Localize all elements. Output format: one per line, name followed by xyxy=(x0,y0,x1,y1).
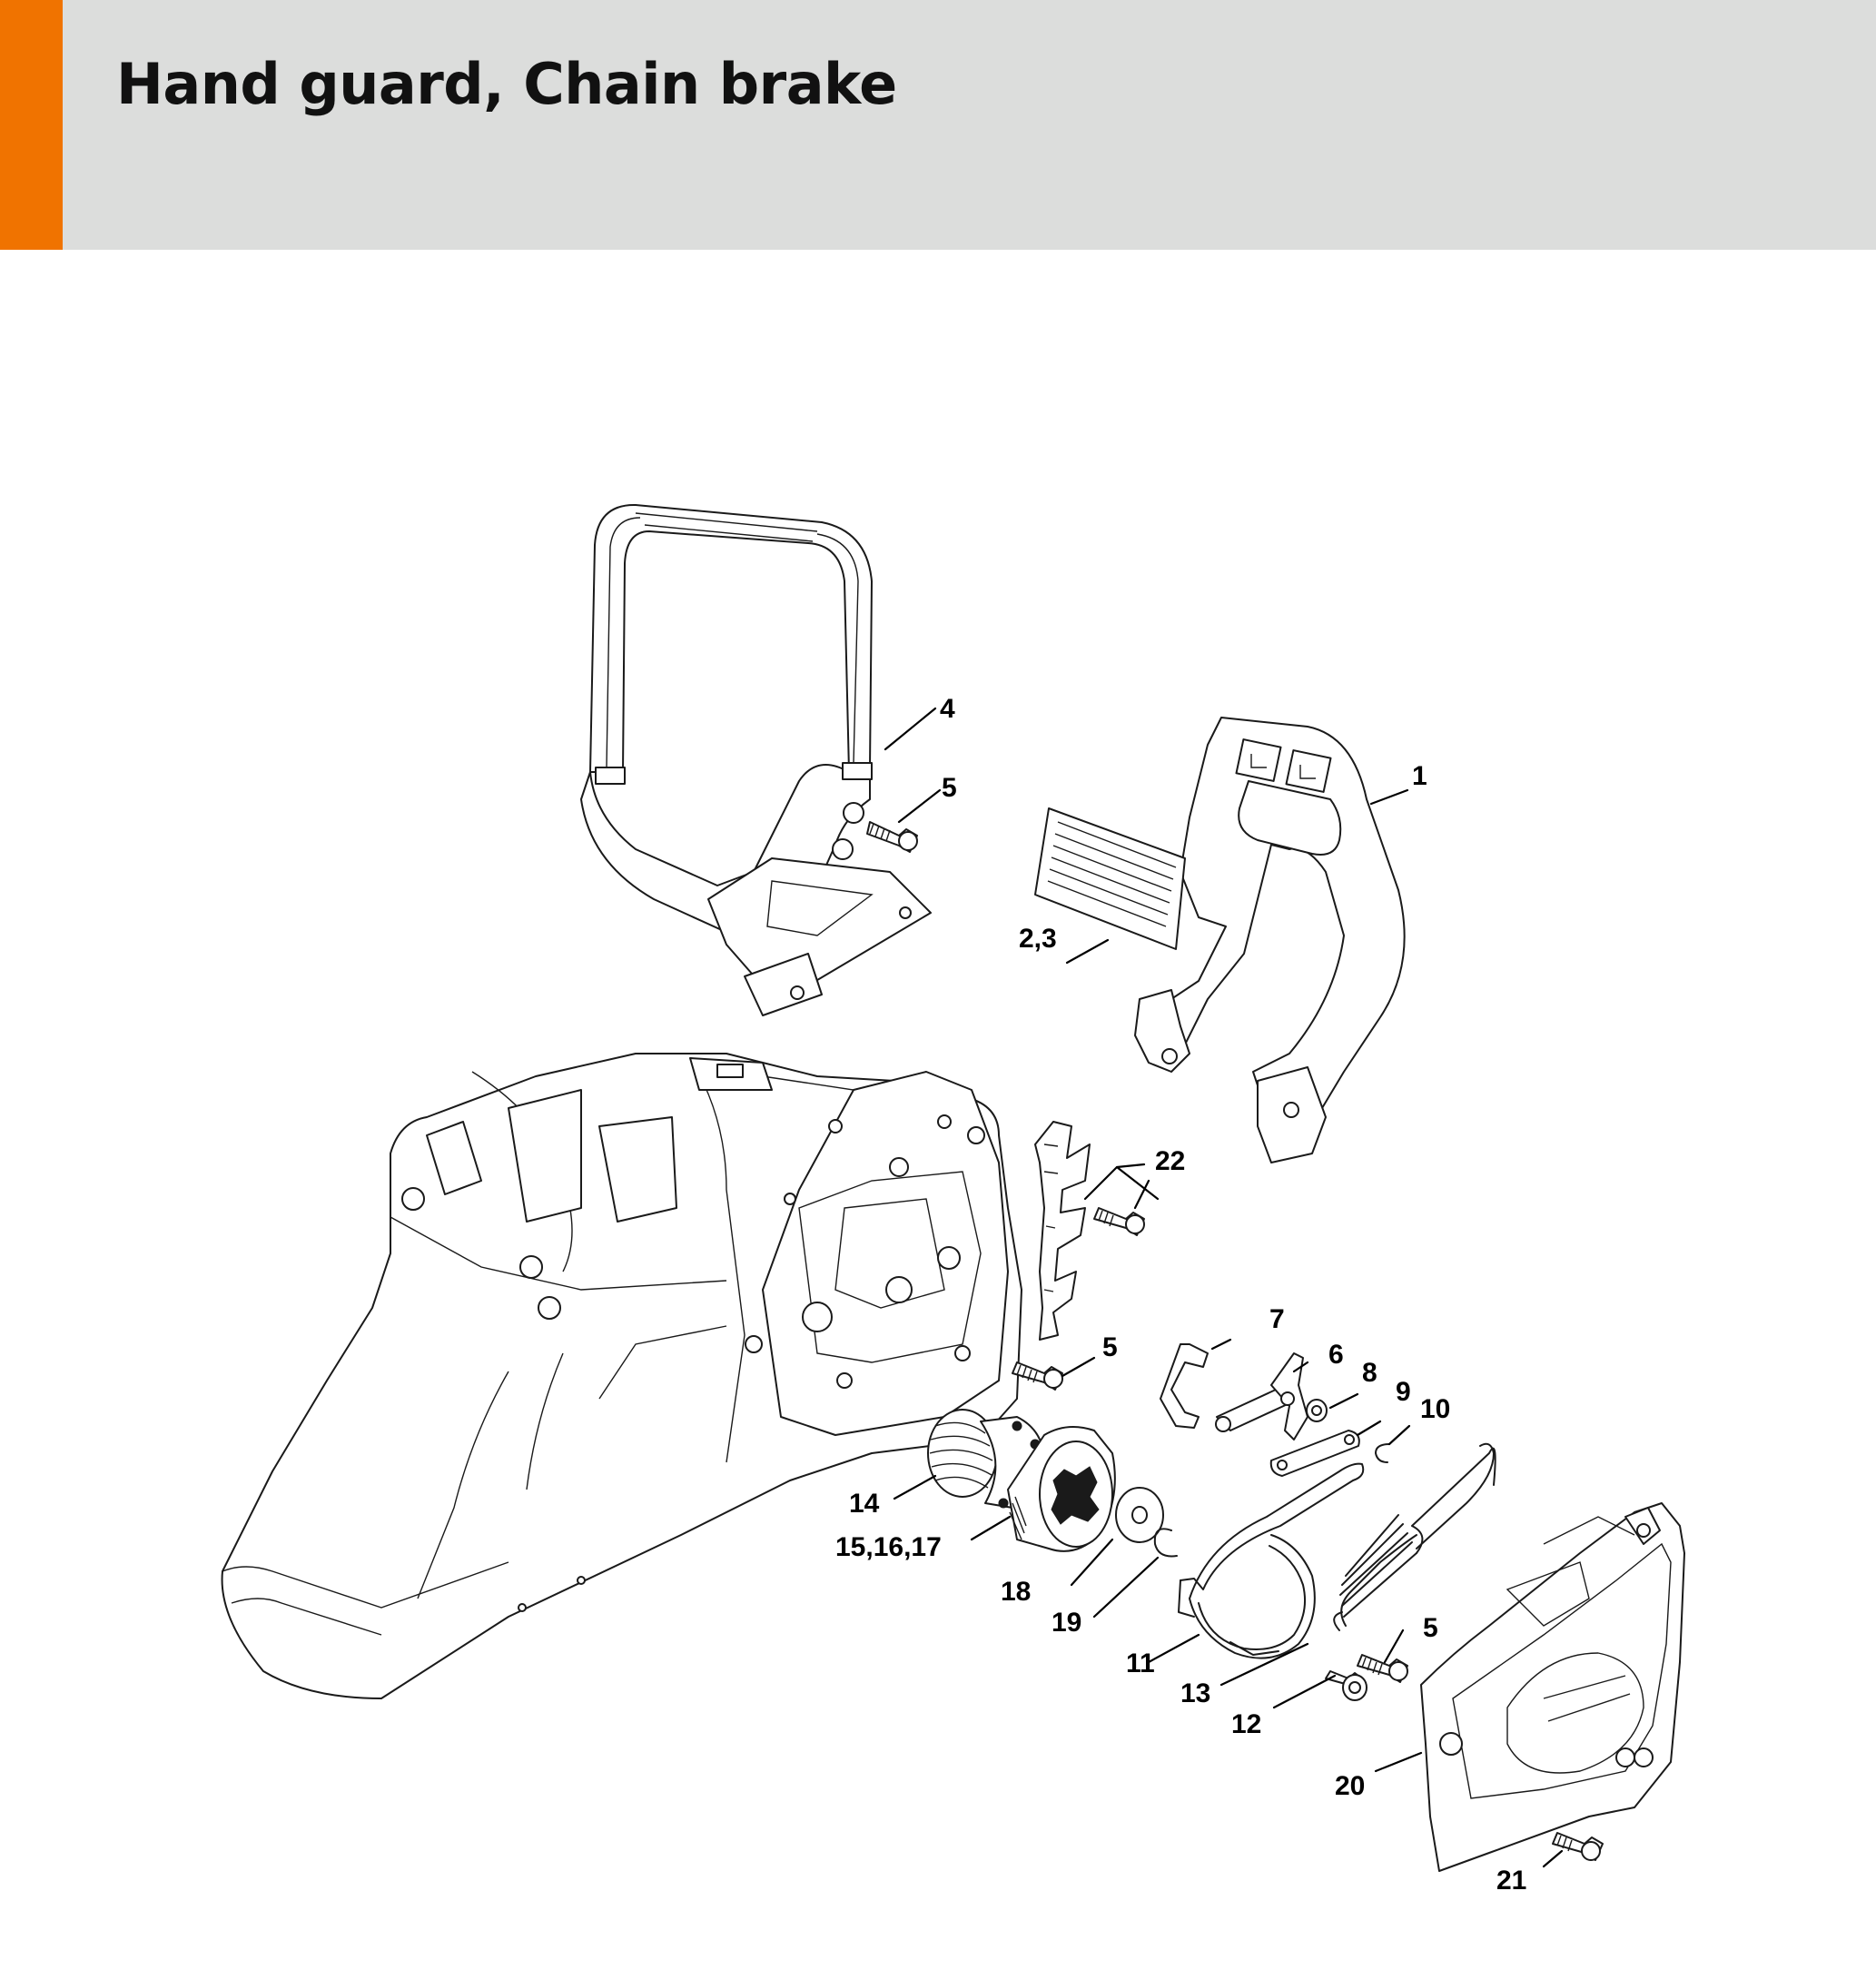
part-1-hand-guard xyxy=(1134,717,1406,1163)
part-6-lever-arm xyxy=(1215,1352,1308,1440)
part-20-sprocket-cover xyxy=(1420,1502,1685,1872)
label-5-mid: 5 xyxy=(1102,1332,1118,1362)
part-5-screw-mid xyxy=(1012,1361,1063,1391)
part-21-screw xyxy=(1552,1832,1604,1861)
header-accent-stripe xyxy=(0,0,63,250)
part-9-link xyxy=(1269,1430,1360,1477)
label-2-3: 2,3 xyxy=(1019,924,1057,954)
label-19: 19 xyxy=(1052,1608,1081,1638)
part-8-nut xyxy=(1306,1399,1328,1422)
label-18: 18 xyxy=(1001,1577,1031,1607)
label-15-16-17: 15,16,17 xyxy=(835,1532,942,1562)
callout-labels: 4 5 1 2,3 22 7 5 6 8 9 10 14 15,16,17 18… xyxy=(835,694,1526,1896)
label-13: 13 xyxy=(1180,1678,1210,1708)
label-7: 7 xyxy=(1269,1304,1285,1334)
label-22: 22 xyxy=(1155,1146,1185,1176)
label-1: 1 xyxy=(1412,761,1427,791)
label-21: 21 xyxy=(1496,1866,1526,1896)
part-13-spring xyxy=(1333,1442,1496,1631)
label-12: 12 xyxy=(1231,1709,1261,1739)
part-22-chain-catcher xyxy=(1034,1121,1145,1341)
part-12-screw xyxy=(1325,1670,1368,1701)
part-10-e-clip xyxy=(1375,1443,1390,1463)
part-11-brake-band xyxy=(1178,1462,1365,1659)
header-bar xyxy=(0,0,1876,250)
label-10: 10 xyxy=(1420,1394,1450,1424)
label-20: 20 xyxy=(1335,1771,1365,1801)
part-4-front-handlebar xyxy=(580,503,932,1016)
label-4: 4 xyxy=(940,694,955,724)
label-14: 14 xyxy=(849,1489,880,1519)
part-2-3-plate xyxy=(1034,807,1186,950)
label-6: 6 xyxy=(1328,1340,1344,1370)
label-5-lower: 5 xyxy=(1423,1613,1438,1643)
page-title: Hand guard, Chain brake xyxy=(116,51,897,117)
label-5-handlebar: 5 xyxy=(942,773,957,803)
label-9: 9 xyxy=(1396,1377,1411,1407)
part-5-screw-handlebar xyxy=(866,821,918,853)
part-7-lever xyxy=(1160,1343,1209,1429)
housing xyxy=(221,1053,1022,1699)
part-5-screw-lower xyxy=(1357,1654,1408,1683)
label-8: 8 xyxy=(1362,1358,1377,1388)
label-11: 11 xyxy=(1126,1648,1155,1678)
part-19-e-clip xyxy=(1153,1528,1178,1558)
leader-lines xyxy=(884,707,1564,1868)
part-15-16-17-sprocket-drum xyxy=(1007,1426,1116,1552)
part-18-washer xyxy=(1115,1487,1164,1543)
